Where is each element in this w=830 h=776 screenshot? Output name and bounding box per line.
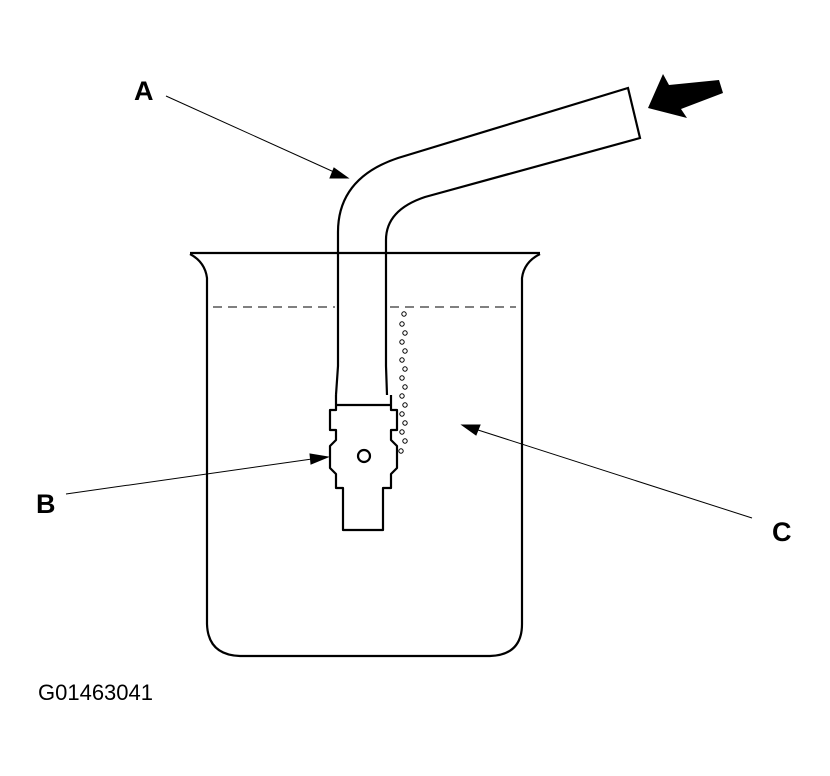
beaker-left-wall (189, 253, 541, 658)
hose (334, 86, 642, 396)
leader-arrowhead-c (460, 424, 481, 436)
label-a: A (134, 76, 154, 106)
valve (328, 395, 399, 532)
label-c: C (772, 517, 792, 547)
leader-arrowhead-b (309, 453, 330, 465)
valve-port (356, 448, 372, 464)
leader-line-a (165, 95, 335, 173)
label-b: B (36, 489, 56, 519)
figure-code: G01463041 (38, 680, 153, 705)
air-inlet-arrow-icon (648, 74, 723, 118)
beaker (189, 251, 541, 658)
leader-line-b (65, 458, 313, 495)
leader-arrowhead-a (329, 167, 350, 179)
bubbles (398, 311, 408, 454)
leader-line-c (477, 429, 753, 519)
leader-lines (65, 95, 753, 519)
